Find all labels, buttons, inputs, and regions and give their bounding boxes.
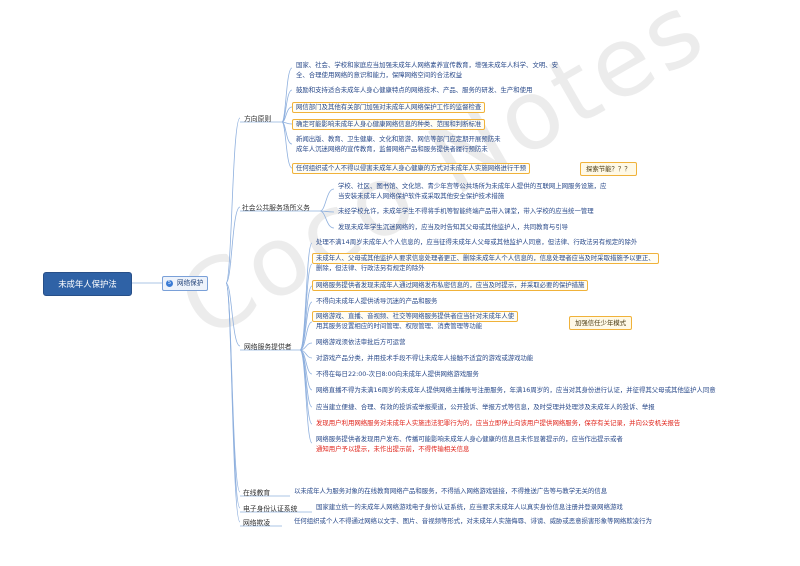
branch-public-service[interactable]: 社会公共服务场所义务 bbox=[242, 204, 310, 212]
branch-network-provider[interactable]: 网络服务提供者 bbox=[244, 343, 292, 351]
wangluo-item-1b: 删除，但法律、行政法另有规定的除外 bbox=[316, 264, 425, 272]
wangluo-item-5: 网络游戏须依法审批后方可运营 bbox=[316, 338, 406, 346]
wangluo-item-11a: 网络服务提供者发现用户发布、传播可能影响未成年人身心健康的信息且未作显著提示的，… bbox=[316, 435, 623, 443]
branch-direction-principle[interactable]: 方向原则 bbox=[244, 115, 272, 123]
wangluo-item-4a: 网络游戏、直播、音视频、社交等网络服务提供者应当针对未成年人使 bbox=[312, 311, 519, 322]
fang-item-6: 任何组织或个人不得以侵害未成年人身心健康的方式对未成年人实施网络进行干预 bbox=[292, 163, 531, 174]
wangluo-item-4b: 用其服务设置相应的时间管理、权限管理、消费管理等功能 bbox=[316, 322, 483, 330]
fang-item-4: 确定可能影响未成年人身心健康网络信息的种类、范围和判断标准 bbox=[292, 119, 486, 130]
root-node[interactable]: 未成年人保护法 bbox=[43, 272, 132, 296]
shehui-item-2: 未经学校允许，未成年学生不得将手机等智能终端产品带入课堂，带入学校的应当统一管理 bbox=[338, 207, 594, 215]
qiling-text: 任何组织或个人不得通过网络以文字、图片、音视频等形式，对未成年人实施侮辱、诽谤、… bbox=[294, 517, 652, 525]
fang-item-3: 网信部门及其他有关部门加强对未成年人网络保护工作的监督检查 bbox=[292, 102, 486, 113]
fang-item-5b: 成年人沉迷网络的宣传教育，监督网络产品和服务提供者履行预防未 bbox=[296, 145, 488, 153]
callout-note-1: 探索节能？？？ bbox=[580, 162, 637, 176]
number-badge-icon: 5 bbox=[166, 280, 173, 287]
wangluo-item-top: 处理不满14周岁未成年人个人信息的，应当征得未成年人父母或其他监护人同意，但法律… bbox=[316, 238, 638, 246]
wangluo-item-10: 发现用户利用网络服务对未成年人实施违法犯罪行为的，应当立即停止向该用户提供网络服… bbox=[316, 419, 681, 427]
wangluo-item-6: 对游戏产品分类，并用技术手段不得让未成年人接触不适宜的游戏或游戏功能 bbox=[316, 354, 534, 362]
sub-node-network-protection[interactable]: 5 网络保护 bbox=[162, 276, 209, 291]
wangluo-item-11b: 通知用户予以提示，未作出提示前，不得传输相关信息 bbox=[316, 445, 470, 453]
shehui-item-1a: 学校、社区、图书馆、文化馆、青少年宫等公共场所为未成年人提供的互联网上网服务设施… bbox=[338, 182, 607, 190]
wangluo-item-7: 不得在每日22:00-次日8:00向未成年人提供网络游戏服务 bbox=[316, 370, 479, 378]
wangluo-item-8: 网络直播不得为未满16周岁的未成年人提供网络主播账号注册服务，年满16周岁的，应… bbox=[316, 386, 716, 394]
shehui-item-3: 发现未成年学生沉迷网络的，应当及时告知其父母或其他监护人，共同教育与引导 bbox=[338, 223, 569, 231]
fang-item-1b: 全、合理使用网络的意识和能力，保障网络空间的合法权益 bbox=[296, 71, 463, 79]
wangluo-item-1a: 未成年人、父母或其他监护人要求信息处理者更正、删除未成年人个人信息的，信息处理者… bbox=[312, 253, 659, 264]
branch-online-education[interactable]: 在线教育 bbox=[243, 489, 271, 497]
wangluo-item-3: 不得向未成年人提供诱导沉迷的产品和服务 bbox=[316, 297, 438, 305]
shehui-item-1b: 当安装未成年人网络保护软件或采取其他安全保护技术措施 bbox=[338, 192, 505, 200]
wangluo-item-2: 网络服务提供者发现未成年人通过网络发布私密信息的，应当及时提示，并采取必要的保护… bbox=[312, 280, 589, 291]
fang-item-2: 鼓励和支持适合未成年人身心健康特点的网络技术、产品、服务的研发、生产和使用 bbox=[296, 86, 533, 94]
pingtai-text: 以未成年人为服务对象的在线教育网络产品和服务，不得插入网络游戏链接，不得推送广告… bbox=[294, 487, 608, 495]
dianzi-text: 国家建立统一的未成年人网络游戏电子身份认证系统，应当要求未成年人以真实身份信息注… bbox=[316, 503, 623, 511]
fang-item-5a: 新闻出版、教育、卫生健康、文化和旅游、网信等部门应定期开展预防未 bbox=[296, 135, 501, 143]
callout-note-2: 加强信任少年模式 bbox=[569, 316, 633, 330]
wangluo-item-9: 应当建立便捷、合理、有效的投诉或举报渠道，公开投诉、举报方式等信息，及时受理并处… bbox=[316, 403, 655, 411]
branch-cyberbullying[interactable]: 网络欺凌 bbox=[243, 519, 271, 527]
fang-item-1a: 国家、社会、学校和家庭应当加强未成年人网络素养宣传教育，增强未成年人科学、文明、… bbox=[296, 61, 559, 69]
sub-node-label: 网络保护 bbox=[177, 279, 204, 287]
branch-electronic-identity[interactable]: 电子身份认证系统 bbox=[243, 505, 298, 513]
